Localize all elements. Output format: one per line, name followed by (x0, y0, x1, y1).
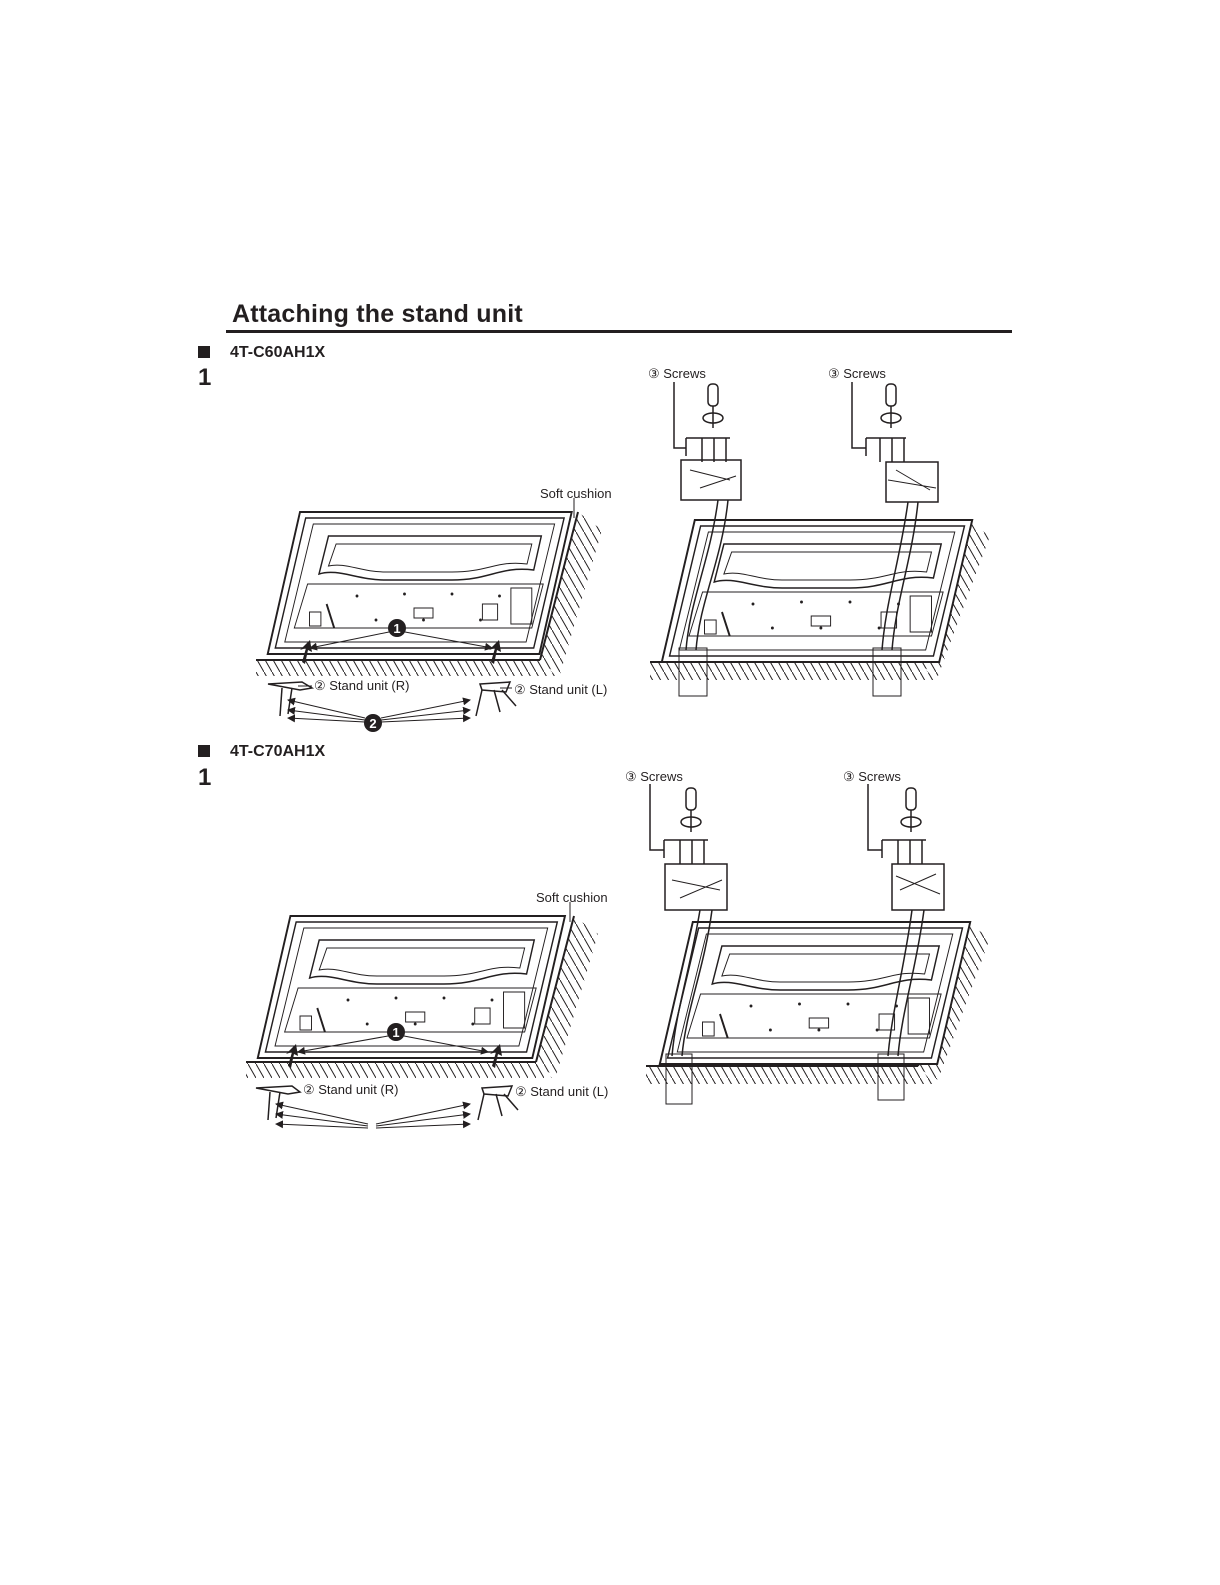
tv-back-illustration-1: 1 2 (254, 498, 602, 732)
callout-1: 1 (392, 1025, 399, 1040)
tv-back-illustration-2: 1 (246, 902, 598, 1128)
callout-2: 2 (369, 716, 376, 731)
tv-screws-illustration-2 (646, 784, 990, 1104)
tv-screws-illustration-1 (650, 382, 990, 696)
callout-1: 1 (393, 621, 400, 636)
